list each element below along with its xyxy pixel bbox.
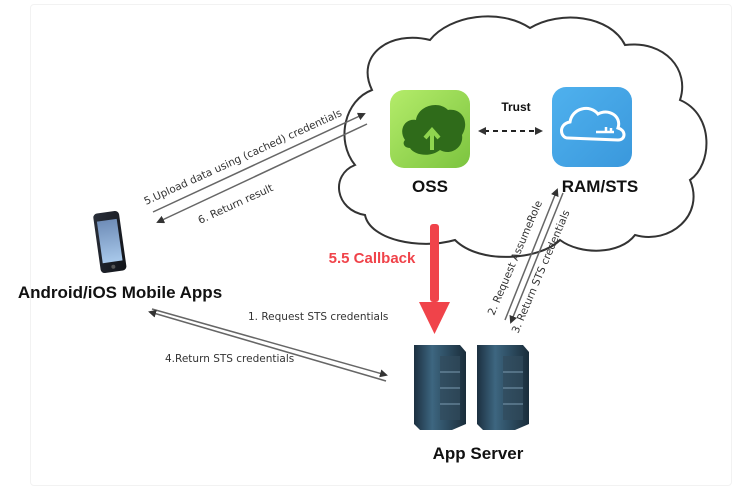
step4-arrow [148, 309, 387, 382]
step6-label: 6. Return result [196, 182, 275, 227]
trust-label: Trust [501, 100, 530, 114]
mobile-apps-label: Android/iOS Mobile Apps [18, 283, 222, 302]
cloud-key-icon [560, 106, 626, 142]
oss-icon [390, 90, 470, 168]
app-server-label: App Server [433, 444, 524, 463]
ram-sts-icon [552, 87, 632, 167]
step1-arrow [151, 308, 388, 378]
server-rack-icon [477, 345, 529, 430]
server-rack-icon [414, 345, 466, 430]
step5-arrow [152, 112, 366, 213]
ram-sts-label: RAM/STS [562, 177, 639, 196]
cloud-boundary-outline [338, 15, 708, 258]
oss-label: OSS [412, 177, 448, 196]
smartphone-icon [93, 211, 127, 274]
callback-label: 5.5 Callback [329, 250, 416, 267]
step1-label: 1. Request STS credentials [248, 311, 388, 323]
step2-arrow [504, 188, 559, 321]
step6-arrow [156, 123, 368, 224]
step3-arrow [509, 192, 564, 324]
step5-label: 5.Upload data using (cached) credentials [142, 107, 344, 208]
step4-label: 4.Return STS credentials [165, 353, 294, 365]
callback-arrow [419, 224, 450, 334]
